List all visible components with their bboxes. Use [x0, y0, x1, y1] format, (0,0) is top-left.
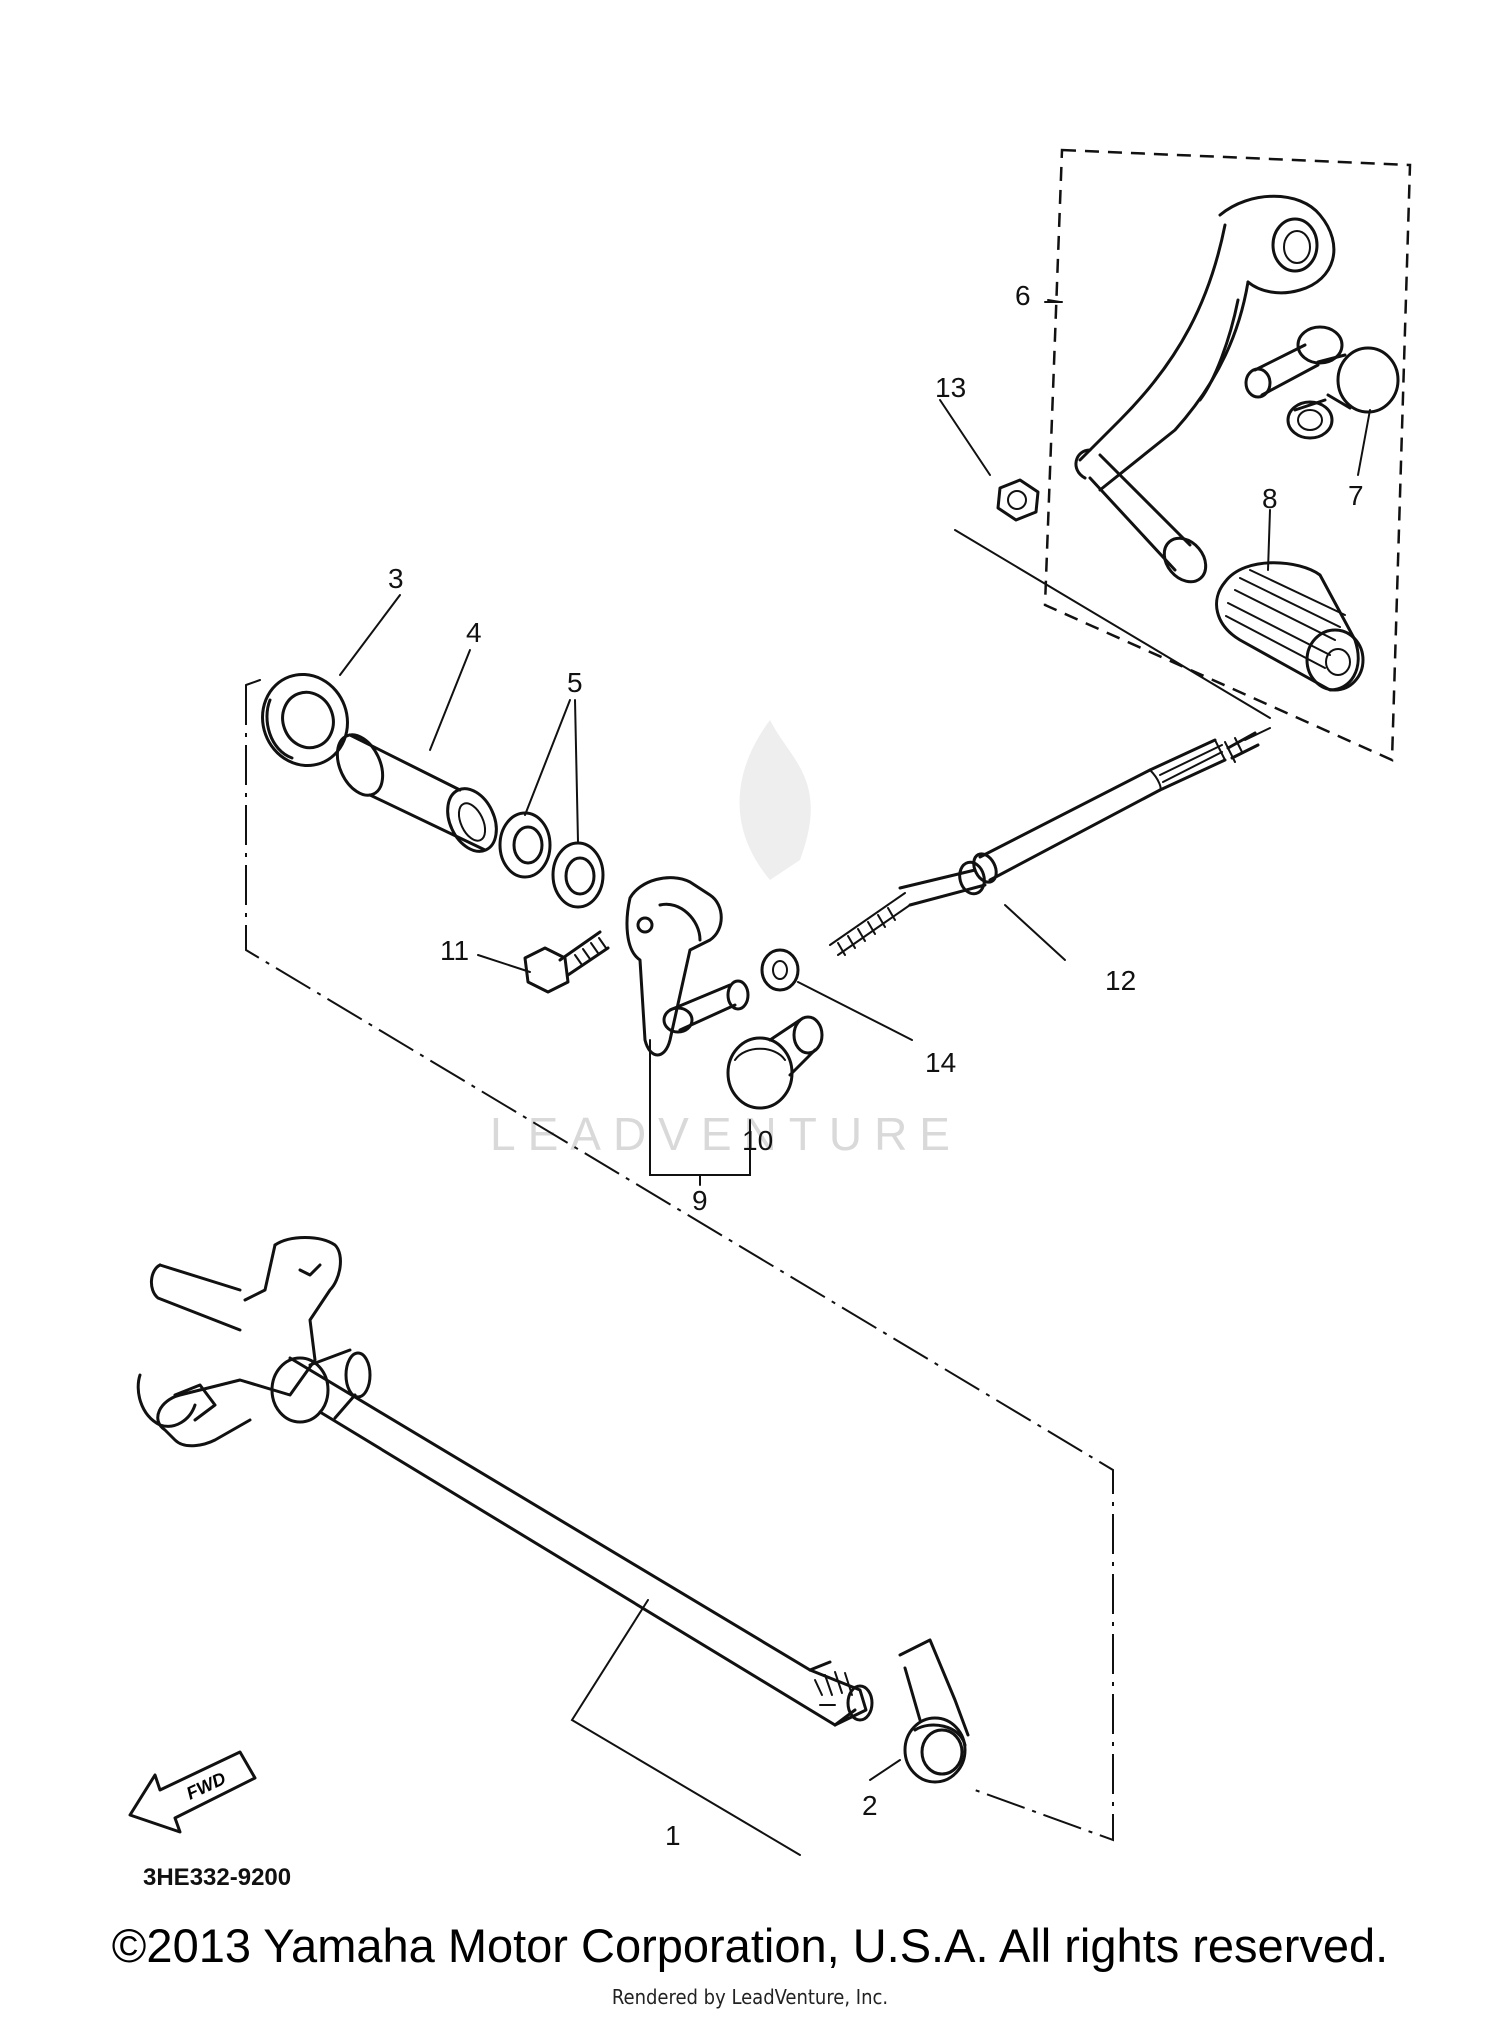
- callout-12: 12: [1105, 965, 1136, 996]
- bracket-9-10: [649, 1039, 751, 1186]
- pedal-joint: [1286, 346, 1400, 440]
- shift-shaft: [136, 1236, 874, 1727]
- footpeg-rubber: [1215, 561, 1365, 692]
- leader-lines: [339, 299, 1371, 1781]
- assembly-leader-line: [954, 529, 1271, 741]
- locknut: [760, 948, 800, 992]
- callout-7: 7: [1348, 480, 1364, 511]
- shift-pedal-lever: [1074, 194, 1344, 584]
- bracket-1: [570, 1599, 801, 1856]
- shift-arm: [625, 876, 750, 1057]
- bearing-pair: [498, 811, 605, 909]
- watermark-text: LEADVENTURE: [490, 1108, 962, 1160]
- callout-1: 1: [665, 1820, 681, 1851]
- callout-10: 10: [742, 1125, 773, 1156]
- callout-6: 6: [1015, 280, 1031, 311]
- callout-14: 14: [925, 1047, 956, 1078]
- rod-joint: [726, 1015, 824, 1110]
- return-spring: [898, 1638, 970, 1784]
- fwd-arrow-icon: FWD: [128, 1750, 257, 1834]
- nut: [996, 478, 1040, 522]
- diagram-code: 3HE332-9200: [143, 1864, 291, 1891]
- callout-8: 8: [1262, 483, 1278, 514]
- copyright-notice: ©2013 Yamaha Motor Corporation, U.S.A. A…: [111, 1919, 1389, 1972]
- callout-5: 5: [567, 667, 583, 698]
- callout-13: 13: [935, 372, 966, 403]
- oil-seal: [261, 672, 349, 768]
- callout-9: 9: [692, 1185, 708, 1216]
- watermark-logo: [739, 720, 811, 880]
- shaft-group-outline: [245, 685, 1114, 1842]
- assembly-dashed-frame: [1043, 148, 1412, 762]
- callout-2: 2: [862, 1790, 878, 1821]
- bolt: [523, 930, 610, 994]
- fwd-label: FWD: [183, 1768, 229, 1803]
- callout-11: 11: [440, 935, 469, 966]
- rod-threaded-end: [829, 860, 987, 956]
- rendered-by-notice: Rendered by LeadVenture, Inc.: [611, 1985, 889, 2009]
- callout-3: 3: [388, 563, 404, 594]
- callout-4: 4: [466, 617, 482, 648]
- shift-rod: [972, 731, 1260, 884]
- collar: [335, 733, 498, 853]
